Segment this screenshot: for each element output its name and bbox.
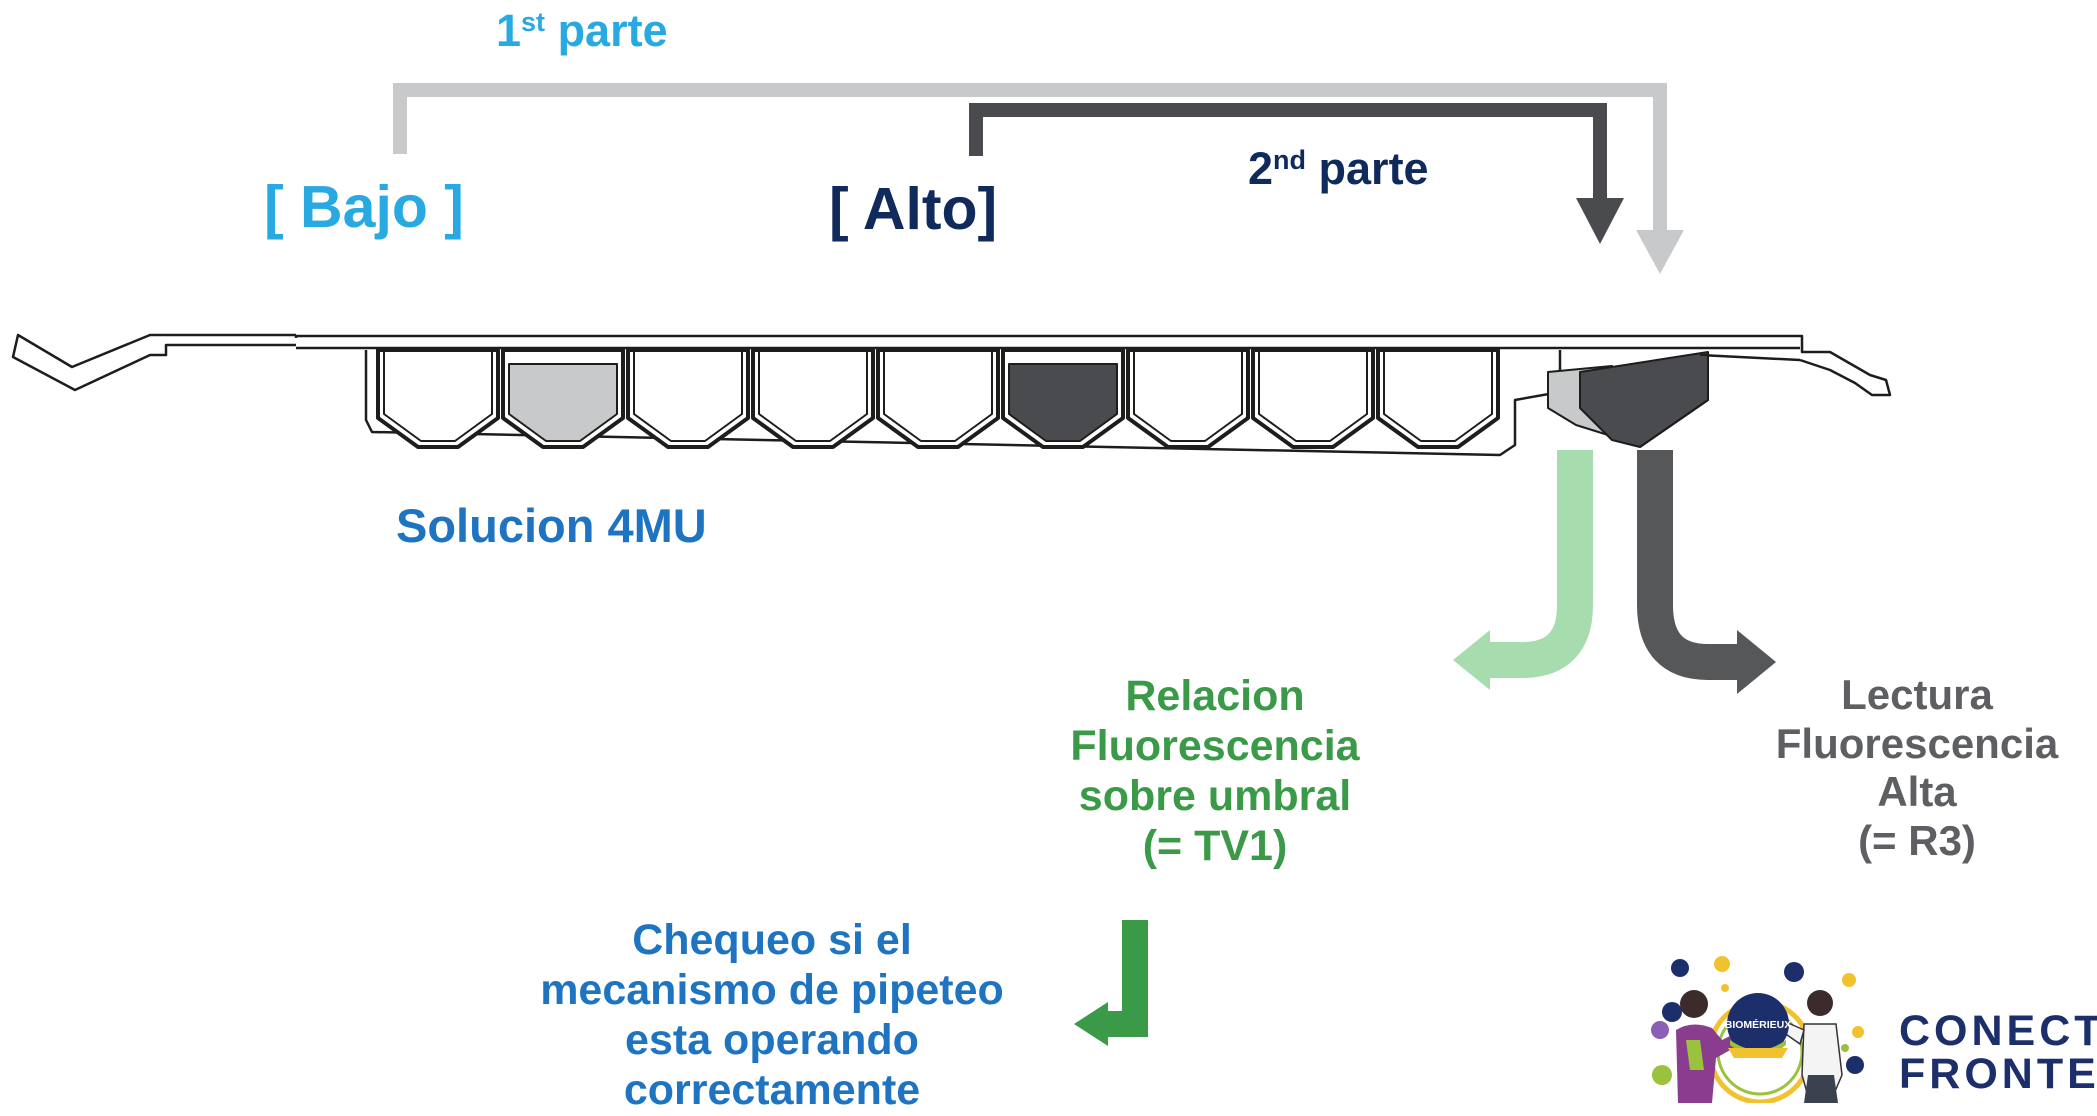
spark-icon (1852, 1026, 1864, 1038)
strip-right-edge (1699, 353, 1801, 362)
man-figure-icon (1778, 990, 1843, 1103)
reading-line-1: Lectura (1841, 671, 1993, 718)
tv1-output-arrow (1453, 450, 1596, 690)
check-line-2: mecanismo de pipeteo (540, 965, 1004, 1014)
first-part-connector (393, 83, 1684, 274)
well-7 (1126, 348, 1250, 449)
strip-top-edge (294, 334, 1892, 397)
second-part-connector-line (969, 103, 1607, 202)
check-line-3: esta operando (625, 1015, 919, 1064)
first-part-arrowhead-icon (1636, 230, 1684, 274)
well-9 (1376, 348, 1500, 449)
well-3 (626, 348, 750, 449)
r3-arrowhead-icon (1737, 630, 1776, 694)
people-icon (1651, 1021, 1669, 1039)
well-6-high-concentration (1001, 348, 1125, 449)
lock-icon (1714, 956, 1730, 972)
pipetting-check-label: Chequeo si el mecanismo de pipeteo esta … (502, 916, 1042, 1116)
logo-wordmark-line-1: CONECTA (1899, 1007, 2097, 1055)
link-icon (1662, 1002, 1682, 1022)
first-part-connector-line (393, 83, 1667, 236)
low-concentration-label: [ Bajo ] (264, 174, 464, 240)
check-arrow (1074, 920, 1148, 1046)
settings-icon (1652, 1065, 1672, 1085)
high-fluorescence-reading-label: Lectura Fluorescencia Alta (= R3) (1737, 671, 2097, 866)
reading-cuvette (1547, 351, 1709, 448)
solution-label: Solucion 4MU (396, 499, 707, 552)
strip-left-handle (11, 333, 296, 392)
first-part-label: 1st parte (496, 5, 668, 56)
check-line-4: correctamente (623, 1065, 921, 1114)
r3-output-arrow (1634, 450, 1776, 694)
second-part-connector (969, 103, 1624, 244)
chat-icon (1842, 973, 1856, 987)
well-2-low-concentration (501, 348, 625, 449)
check-line-1: Chequeo si el (632, 916, 912, 964)
well-8 (1251, 348, 1375, 449)
reading-line-4: (= R3) (1858, 817, 1976, 865)
well-4 (751, 348, 875, 449)
reading-line-2: Fluorescencia (1775, 719, 2059, 767)
fluorescence-ratio-line-1: Relacion (1125, 672, 1305, 720)
tv1-arrowhead-icon (1453, 630, 1490, 690)
strip-wells (376, 348, 1500, 449)
logo-wordmark-line-2: FRONTE (1899, 1050, 2097, 1098)
cog-icon (1846, 1056, 1864, 1074)
second-part-arrowhead-icon (1576, 198, 1624, 244)
fluorescence-ratio-line-3: sobre umbral (1078, 771, 1352, 820)
brand-badge-text: BIOMÉRIEUX (1725, 1018, 1792, 1031)
well-5 (876, 348, 1000, 449)
share-icon (1671, 959, 1689, 977)
fluorescence-ratio-line-4: (= TV1) (1142, 821, 1288, 870)
high-concentration-label: [ Alto] (829, 176, 998, 242)
conecta-fronteras-logo: BIOMÉRIEUX (1651, 956, 1864, 1103)
brand-badge (1727, 993, 1789, 1055)
fluorescence-ratio-label: Relacion Fluorescencia sobre umbral (= T… (1030, 672, 1400, 872)
second-part-label: 2nd parte (1248, 143, 1429, 194)
reading-line-3: Alta (1877, 768, 1957, 816)
check-arrowhead-icon (1074, 1002, 1108, 1046)
fluorescence-ratio-line-2: Fluorescencia (1070, 721, 1360, 770)
gear-icon (1784, 962, 1804, 982)
well-1 (376, 348, 500, 449)
